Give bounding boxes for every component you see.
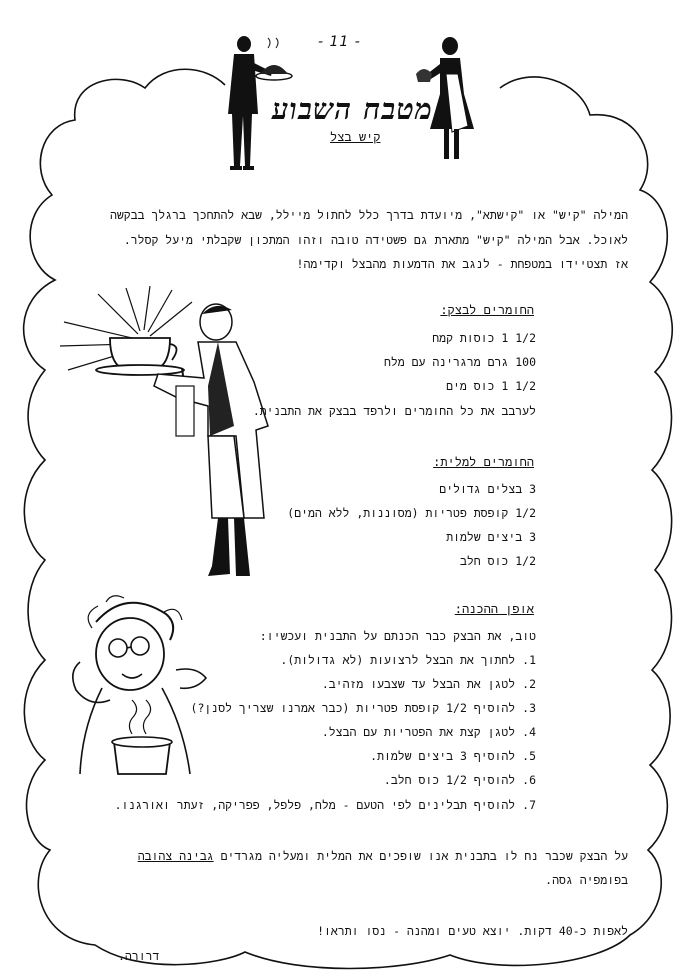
waiter-serving-cup-icon — [59, 286, 269, 576]
method-intro: טוב, את הבצק כבר הכנתם על התבנית ועכשיו: — [259, 629, 536, 643]
dough-item: 1/2 1 כוסות קמח — [432, 331, 536, 345]
recipe-subtitle: קיש בצל — [330, 130, 381, 144]
dough-item: 1/2 1 כוס מים — [446, 379, 536, 393]
method-step: 3. להוסיף 1/2 קופסת פטריות (כבר אמרנו שצ… — [190, 701, 536, 715]
dough-item: 100 גרם מרגרינה עם מלח — [384, 355, 536, 369]
method-step: 4. לטגן קצת את הפטריות עם הבצל. — [321, 725, 536, 739]
waiter-with-tray-icon — [228, 36, 293, 170]
dough-heading: החומרים לבצק: — [440, 303, 534, 317]
intro-line: אז תצטיידו במטפחת - לנגב את הדמעות מהבצל… — [296, 257, 628, 271]
filling-heading: החומרים למלית: — [433, 455, 534, 469]
yellow-cheese-highlight: גבינה צהובה — [137, 849, 214, 863]
page-title: מטבח השבוע — [272, 92, 433, 126]
woman-cooking-icon — [72, 595, 208, 775]
assembly-line: על הבצק שכבר נח לו בתבנית אנו שופכים את … — [138, 848, 628, 864]
page-number: - 11 - — [318, 34, 361, 50]
signature: דרורה. — [118, 949, 160, 963]
intro-line: לאוכל. אבל המילה "קיש" מתארת גם פשטידה ט… — [123, 233, 628, 247]
method-heading: אופן ההכנה: — [454, 602, 534, 616]
filling-item: 3 ביצים שלמות — [446, 530, 536, 544]
assembly-line: בפומפיה גסה. — [545, 873, 628, 887]
waitress-with-coffee-icon — [416, 37, 474, 159]
method-step: 2. לטגן את הבצל עד שצבעו מזהיב. — [321, 677, 536, 691]
filling-item: 1/2 קופסת פטריות (מסוננות, ללא המים) — [287, 506, 536, 520]
dough-item: לערבב את כל החומרים ולרפד בבצק את התבנית… — [252, 404, 536, 418]
assembly-text: על הבצק שכבר נח לו בתבנית אנו שופכים את … — [213, 849, 628, 863]
method-step: 7. להוסיף תבלינים לפי הטעם - מלח, פלפל, … — [114, 798, 536, 812]
filling-item: 1/2 כוס חלב — [459, 554, 536, 568]
method-step: 6. להוסיף 1/2 כוס חלב. — [383, 773, 536, 787]
method-step: 5. להוסיף 3 ביצים שלמות. — [370, 749, 536, 763]
intro-line: המילה "קיש" או "קישתא", מיועדת בדרך כלל … — [110, 208, 628, 222]
bake-instruction: לאפות כ-40 דקות. יוצא טעים ומהנה - נסו ו… — [317, 924, 628, 938]
filling-item: 3 בצלים גדולים — [439, 482, 536, 496]
method-step: 1. לחתוך את הבצל לרצועות (לא גדולות). — [280, 653, 536, 667]
